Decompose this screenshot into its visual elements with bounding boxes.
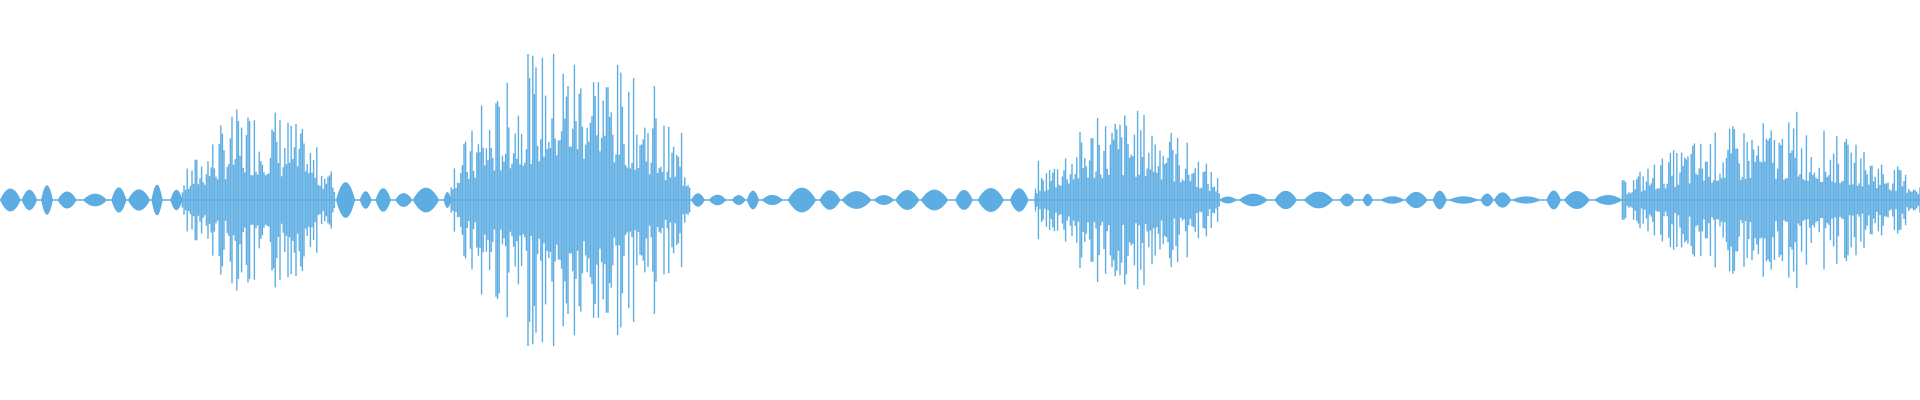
waveform-segment-burst-1 <box>181 109 336 291</box>
waveform-segment-burst-4 <box>1621 111 1920 289</box>
waveform-segment-quiet-middle-2 <box>1219 190 1623 210</box>
waveform-trace <box>0 53 1920 347</box>
waveform-segment-quiet-intro <box>0 184 183 216</box>
waveform-segment-burst-2 <box>450 53 691 347</box>
waveform-segment-ripple-1 <box>336 182 452 218</box>
waveform-segment-quiet-middle-1 <box>691 187 1037 213</box>
waveform-segment-burst-3 <box>1036 110 1220 290</box>
